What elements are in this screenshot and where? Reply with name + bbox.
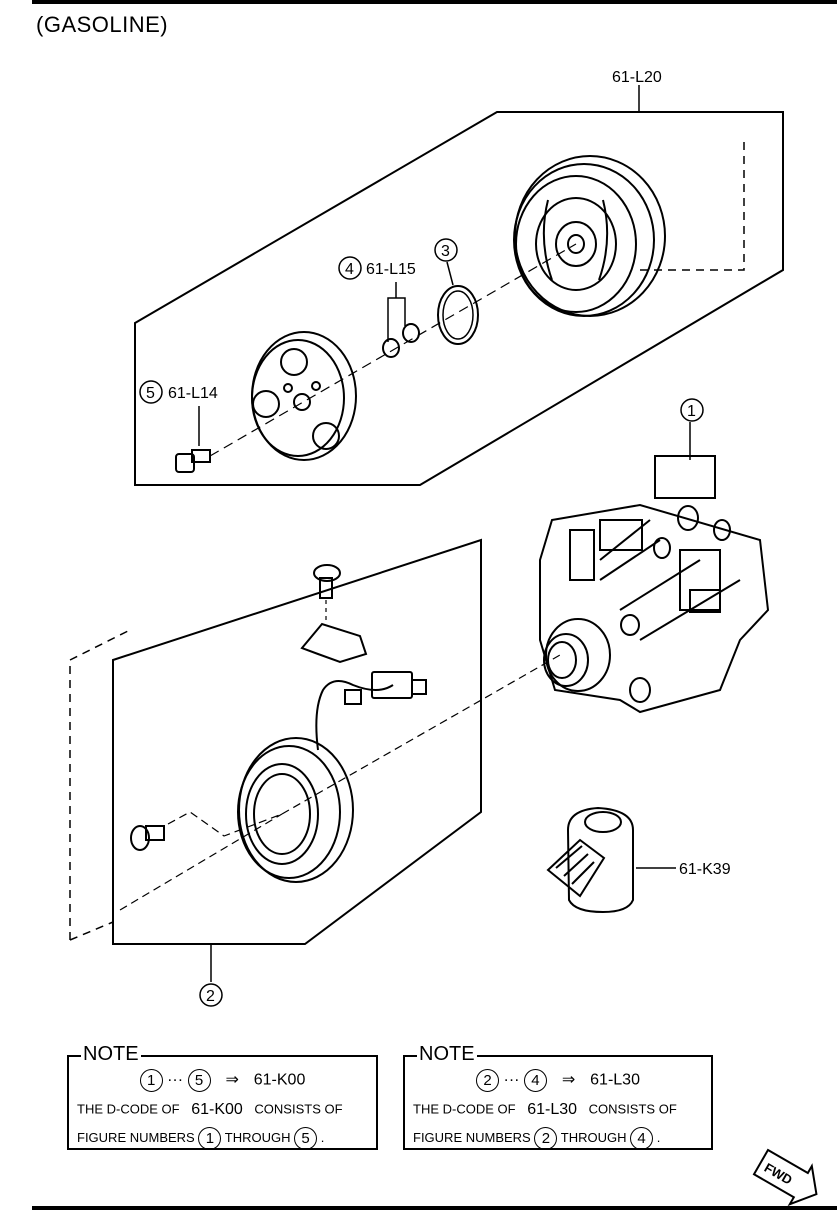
note-text: THE D-CODE OF bbox=[77, 1101, 180, 1117]
bolt-l14-part bbox=[175, 449, 211, 473]
note-text: FIGURE NUMBERS bbox=[413, 1129, 531, 1145]
note-line-3: FIGURE NUMBERS 2 THROUGH 4 . bbox=[413, 1127, 660, 1150]
screw-part bbox=[313, 564, 341, 599]
note-line-3: FIGURE NUMBERS 1 THROUGH 5 . bbox=[77, 1127, 324, 1150]
d-code: 61-L30 bbox=[590, 1071, 640, 1089]
note-title: NOTE bbox=[417, 1043, 477, 1066]
note-text: FIGURE NUMBERS bbox=[77, 1129, 195, 1145]
callout-l20: 61-L20 bbox=[612, 69, 662, 86]
note-text: THE D-CODE OF bbox=[413, 1101, 516, 1117]
note-text: CONSISTS OF bbox=[588, 1101, 677, 1117]
kit-panel-lower bbox=[112, 538, 482, 945]
figure-number: 5 bbox=[294, 1127, 318, 1150]
note-summary: 1 ··· 5 ⇒ 61-K00 bbox=[69, 1069, 376, 1092]
callout-l15: 61-L15 bbox=[366, 261, 416, 278]
note-text: THROUGH bbox=[560, 1129, 627, 1145]
d-code: 61-K00 bbox=[191, 1101, 243, 1118]
bottom-rule bbox=[32, 1206, 837, 1210]
snap-ring-part bbox=[437, 285, 479, 345]
figure-number: 2 bbox=[476, 1069, 500, 1092]
range-dots: ··· bbox=[503, 1071, 520, 1089]
range-dots: ··· bbox=[167, 1071, 184, 1089]
note-text: THROUGH bbox=[224, 1129, 291, 1145]
note-title: NOTE bbox=[81, 1043, 141, 1066]
armature-plate-part bbox=[251, 331, 357, 461]
pulley-part bbox=[513, 155, 666, 317]
callout-n1: 1 bbox=[687, 403, 696, 420]
shim-2 bbox=[402, 323, 420, 343]
fwd-arrow: FWD bbox=[752, 1148, 818, 1207]
shim-1 bbox=[382, 338, 400, 358]
kit-panel-upper bbox=[134, 111, 784, 486]
fwd-label: FWD bbox=[762, 1160, 795, 1188]
figure-number: 4 bbox=[630, 1127, 654, 1150]
arrow-symbol: ⇒ bbox=[561, 1071, 576, 1089]
note-text: CONSISTS OF bbox=[254, 1101, 343, 1117]
figure-number: 1 bbox=[139, 1069, 163, 1092]
page-title: (GASOLINE) bbox=[36, 12, 169, 37]
figure-number: 2 bbox=[534, 1127, 558, 1150]
coil-wire bbox=[315, 680, 394, 751]
coil-connector-part bbox=[344, 671, 427, 705]
figure-number: 5 bbox=[187, 1069, 211, 1092]
sensor-k39-part bbox=[546, 806, 634, 914]
arrow-symbol: ⇒ bbox=[225, 1071, 239, 1089]
note-box-1: NOTE 1 ··· 5 ⇒ 61-K00 THE D-CODE OF 61-K… bbox=[67, 1043, 378, 1150]
callout-n2: 2 bbox=[206, 988, 215, 1005]
kit-panel-upper-dashed bbox=[640, 140, 745, 271]
note-summary: 2 ··· 4 ⇒ 61-L30 bbox=[405, 1069, 711, 1092]
callout-l14: 61-L14 bbox=[168, 385, 218, 402]
compressor-part bbox=[539, 455, 770, 714]
d-code: 61-K00 bbox=[253, 1071, 306, 1089]
figure-number: 4 bbox=[523, 1069, 547, 1092]
field-coil-part bbox=[237, 737, 354, 883]
figure-number: 1 bbox=[198, 1127, 222, 1150]
note-line-2: THE D-CODE OF 61-K00 CONSISTS OF bbox=[77, 1101, 343, 1119]
callout-n3: 3 bbox=[441, 243, 450, 260]
callout-n4: 4 bbox=[345, 261, 354, 278]
note-line-2: THE D-CODE OF 61-L30 CONSISTS OF bbox=[413, 1101, 677, 1119]
note-text: . bbox=[656, 1129, 661, 1145]
callout-n5: 5 bbox=[146, 385, 155, 402]
note-text: . bbox=[320, 1129, 325, 1145]
d-code: 61-L30 bbox=[527, 1101, 578, 1118]
note-box-2: NOTE 2 ··· 4 ⇒ 61-L30 THE D-CODE OF 61-L… bbox=[403, 1043, 713, 1150]
callout-k39: 61-K39 bbox=[679, 861, 731, 878]
bracket-part bbox=[300, 622, 368, 664]
top-rule bbox=[32, 0, 837, 4]
coil-screw-part bbox=[130, 825, 165, 851]
